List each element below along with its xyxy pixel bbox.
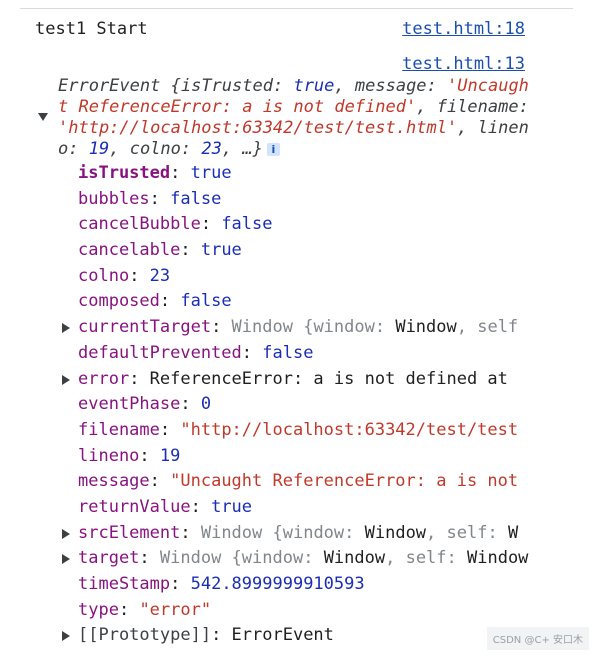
property-key: type bbox=[78, 599, 119, 620]
property-value: false bbox=[262, 342, 314, 363]
summary-value: true bbox=[293, 76, 335, 96]
event-source-link[interactable]: test.html:13 bbox=[402, 54, 525, 74]
property-row: filename: "http://localhost:63342/test/t… bbox=[78, 419, 519, 440]
property-key: error bbox=[78, 368, 130, 389]
property-value: 0 bbox=[200, 394, 212, 415]
summary-key: lineno bbox=[58, 118, 529, 159]
expand-arrow-icon[interactable] bbox=[62, 554, 70, 565]
error-event-summary[interactable]: ErrorEvent {isTrusted: true, message: 'U… bbox=[58, 76, 529, 159]
property-key: srcElement bbox=[78, 522, 181, 543]
property-value: Window {window: Window, self bbox=[231, 317, 519, 338]
property-value: false bbox=[221, 214, 273, 235]
property-value: false bbox=[180, 291, 232, 312]
summary-value: 23 bbox=[201, 139, 222, 159]
property-key: defaultPrevented bbox=[78, 342, 242, 363]
log-message: test1 Start bbox=[35, 19, 148, 39]
property-value: "http://localhost:63342/test/test bbox=[180, 419, 519, 440]
summary-key: message bbox=[354, 76, 427, 96]
property-value: "error" bbox=[139, 599, 212, 620]
property-value: true bbox=[211, 496, 253, 517]
property-key: target bbox=[78, 548, 140, 569]
property-key: filename bbox=[78, 419, 160, 440]
property-row: returnValue: true bbox=[78, 496, 253, 517]
property-row: eventPhase: 0 bbox=[78, 394, 212, 415]
summary-key: colno bbox=[129, 139, 181, 159]
property-key: cancelBubble bbox=[78, 214, 201, 235]
property-value: 19 bbox=[159, 445, 181, 466]
summary-value: 19 bbox=[88, 139, 110, 159]
property-key: cancelable bbox=[78, 240, 181, 261]
property-key: composed bbox=[78, 291, 160, 312]
property-row[interactable]: target: Window {window: Window, self: Wi… bbox=[0, 546, 540, 572]
property-row: isTrusted: true bbox=[78, 163, 232, 183]
property-key: currentTarget bbox=[78, 317, 212, 338]
property-row: lineno: 19 bbox=[78, 445, 181, 466]
property-key: colno bbox=[78, 265, 130, 286]
property-row: message: "Uncaught ReferenceError: a is … bbox=[78, 471, 519, 492]
property-key: bubbles bbox=[78, 188, 150, 209]
property-row: colno: 23 bbox=[78, 265, 171, 286]
event-properties-list: isTrusted: true bubbles: false cancelBubbl… bbox=[0, 161, 540, 649]
property-key: eventPhase bbox=[78, 394, 181, 415]
summary-key: isTrusted bbox=[180, 76, 273, 96]
summary-class-name: ErrorEvent bbox=[58, 76, 161, 96]
property-row[interactable]: srcElement: Window {window: Window, self… bbox=[0, 521, 540, 547]
property-row: bubbles: false bbox=[78, 188, 222, 209]
property-value: 23 bbox=[149, 265, 171, 286]
expand-arrow-icon[interactable] bbox=[62, 631, 70, 642]
expand-arrow-icon[interactable] bbox=[62, 323, 70, 334]
property-key: timeStamp bbox=[78, 574, 171, 594]
source-link[interactable]: test.html:18 bbox=[402, 19, 525, 39]
property-row: cancelBubble: false bbox=[78, 214, 273, 235]
property-value: true bbox=[200, 240, 242, 261]
property-row[interactable]: error: ReferenceError: a is not defined … bbox=[0, 367, 540, 393]
watermark: CSDN @C+ 安口木 bbox=[486, 627, 589, 650]
property-row: composed: false bbox=[78, 291, 232, 312]
property-value: Window {window: Window, self: W bbox=[200, 522, 519, 543]
property-row: timeStamp: 542.8999999910593 bbox=[78, 574, 365, 594]
summary-value: 'Uncaught ReferenceError: a is not defin… bbox=[58, 76, 529, 117]
collapse-arrow-icon[interactable] bbox=[38, 113, 48, 121]
property-row: defaultPrevented: false bbox=[78, 342, 314, 363]
expand-arrow-icon[interactable] bbox=[62, 528, 70, 539]
property-key: returnValue bbox=[78, 496, 191, 517]
info-icon[interactable]: i bbox=[266, 143, 280, 156]
summary-key: filename bbox=[436, 97, 519, 117]
property-value: "Uncaught ReferenceError: a is not bbox=[170, 471, 519, 492]
property-value: ErrorEvent bbox=[231, 625, 334, 646]
property-value: false bbox=[170, 188, 222, 209]
property-row[interactable]: currentTarget: Window {window: Window, s… bbox=[0, 315, 540, 341]
property-value: Window {window: Window, self: Window bbox=[159, 548, 529, 569]
property-row[interactable]: [[Prototype]]: ErrorEvent bbox=[0, 623, 540, 649]
property-row: cancelable: true bbox=[78, 240, 242, 261]
property-value: true bbox=[190, 163, 232, 183]
console-top-border bbox=[20, 8, 573, 9]
property-key: isTrusted bbox=[78, 163, 171, 183]
summary-value: 'http://localhost:63342/test/test.html' bbox=[58, 118, 458, 138]
property-key: lineno bbox=[78, 445, 140, 466]
property-key: message bbox=[78, 471, 150, 492]
property-key: [[Prototype]] bbox=[78, 625, 212, 646]
property-value: 542.8999999910593 bbox=[190, 574, 365, 594]
summary-ellipsis: …} bbox=[242, 139, 263, 159]
property-row: type: "error" bbox=[78, 599, 212, 620]
property-value: ReferenceError: a is not defined at bbox=[149, 368, 508, 389]
expand-arrow-icon[interactable] bbox=[62, 374, 70, 385]
